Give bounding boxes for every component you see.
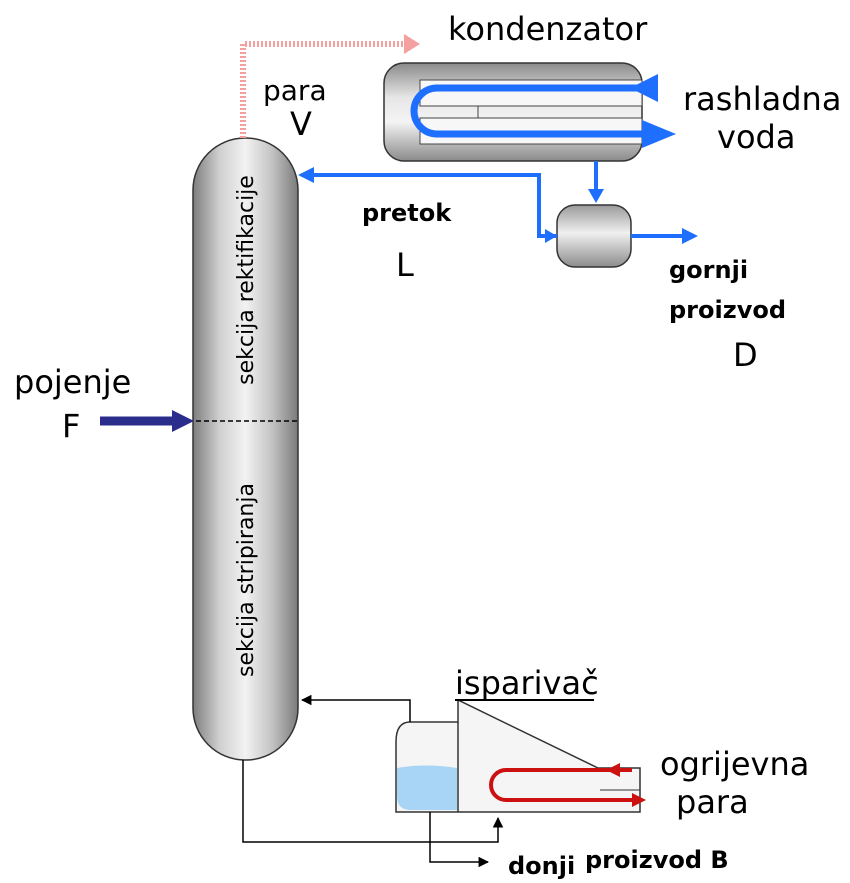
label-donji: donji <box>508 852 575 880</box>
condenser <box>383 62 643 162</box>
rectifying-section-label: sekcija rektifikacije <box>234 175 259 385</box>
reflux-drum <box>556 204 632 268</box>
label-pojenje: pojenje <box>14 363 131 401</box>
stripping-section-label: sekcija stripiranja <box>234 483 259 677</box>
steam-outlet-arrowhead <box>632 793 646 807</box>
condensate-arrowhead <box>588 189 604 203</box>
bottoms-product-line <box>429 812 490 868</box>
label-rashladna: rashladna <box>683 80 841 118</box>
reflux-arrowhead <box>298 167 314 183</box>
vapor-return-line <box>300 694 411 722</box>
reflux-branch-arrowhead <box>545 229 557 243</box>
cooling-water-inlet-arrowhead <box>630 74 658 102</box>
label-para-top: para <box>263 74 327 107</box>
vapor-line <box>240 41 406 138</box>
label-F: F <box>62 407 80 445</box>
cooling-water-outlet-arrowhead <box>642 120 676 148</box>
label-voda: voda <box>717 118 795 156</box>
label-pretok: pretok <box>362 199 452 227</box>
distillate-arrowhead <box>682 228 698 244</box>
reboiler-liquid <box>397 765 457 810</box>
vapor-arrowhead <box>404 34 420 54</box>
label-D: D <box>733 336 758 374</box>
label-proizvod-top: proizvod <box>669 296 786 324</box>
steam-inlet-arrowhead <box>606 763 620 777</box>
label-V: V <box>290 105 312 143</box>
label-L: L <box>396 246 414 284</box>
feed-arrowhead <box>172 410 194 432</box>
condenser-tube-upper <box>419 79 643 107</box>
label-gornji: gornji <box>669 256 748 284</box>
bottoms-to-reboiler-line <box>242 760 504 843</box>
steam-tube <box>489 768 636 802</box>
label-ogrijevna: ogrijevna <box>660 745 809 783</box>
label-proizvod-B: proizvod B <box>585 846 729 874</box>
cooling-water-path <box>410 84 652 138</box>
label-isparivac: isparivač <box>455 664 599 702</box>
label-kondenzator: kondenzator <box>448 10 648 48</box>
label-para-bottom: para <box>676 783 749 821</box>
